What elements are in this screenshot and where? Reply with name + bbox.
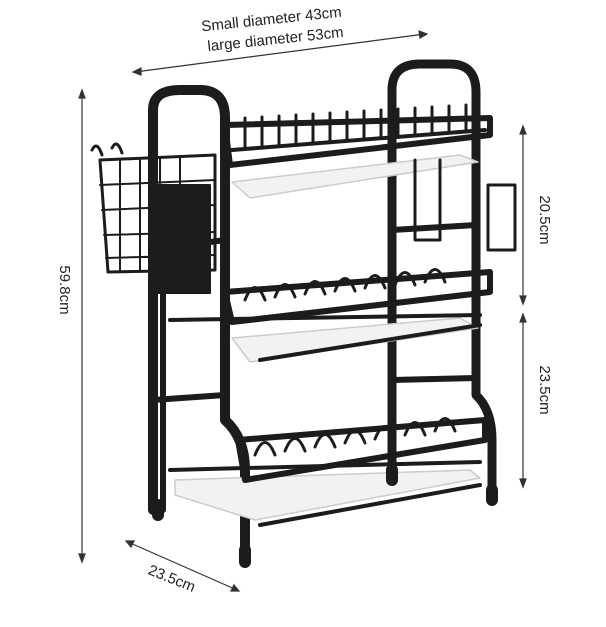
dimension-lines [78, 30, 527, 592]
depth-label: 23.5cm [146, 562, 198, 596]
upper-tier-height-label: 20.5cm [536, 195, 553, 244]
lower-tier-height-label: 23.5cm [536, 365, 553, 414]
dish-rack [90, 59, 517, 568]
height-label: 59.8cm [56, 265, 73, 314]
